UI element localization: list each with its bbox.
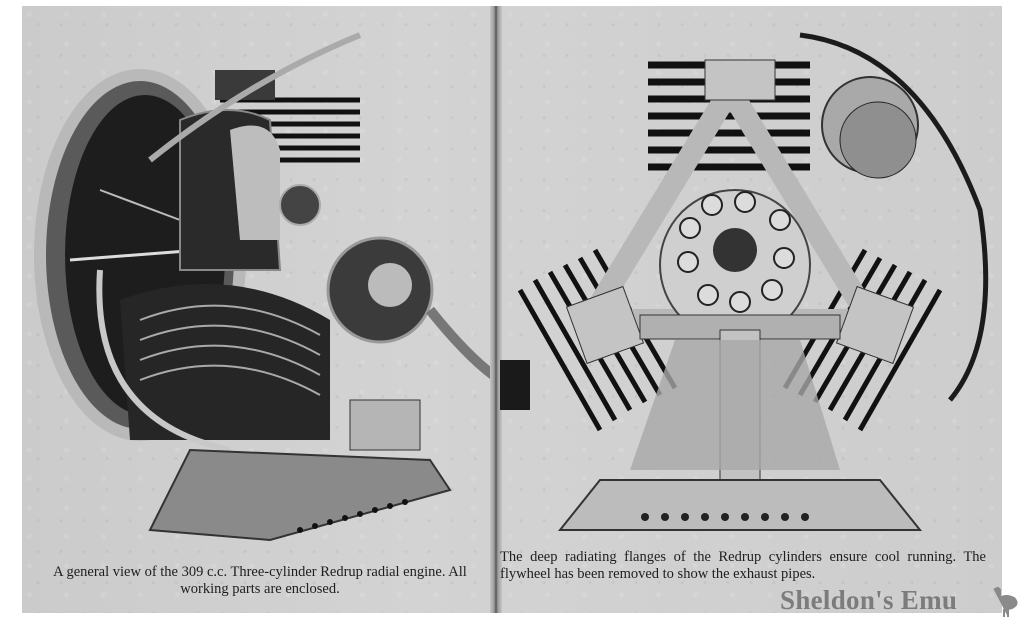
- emu-icon: [993, 587, 1018, 617]
- right-engine-photo: [500, 32, 989, 531]
- page-gutter: [490, 6, 502, 613]
- left-figure-caption: A general view of the 309 c.c. Three-cyl…: [53, 564, 467, 597]
- watermark-text: Sheldon's Emu: [780, 585, 958, 615]
- left-engine-photo: [34, 32, 490, 542]
- right-figure-caption: The deep radiating flanges of the Redrup…: [500, 549, 986, 582]
- magazine-spread: A general view of the 309 c.c. Three-cyl…: [22, 6, 1002, 613]
